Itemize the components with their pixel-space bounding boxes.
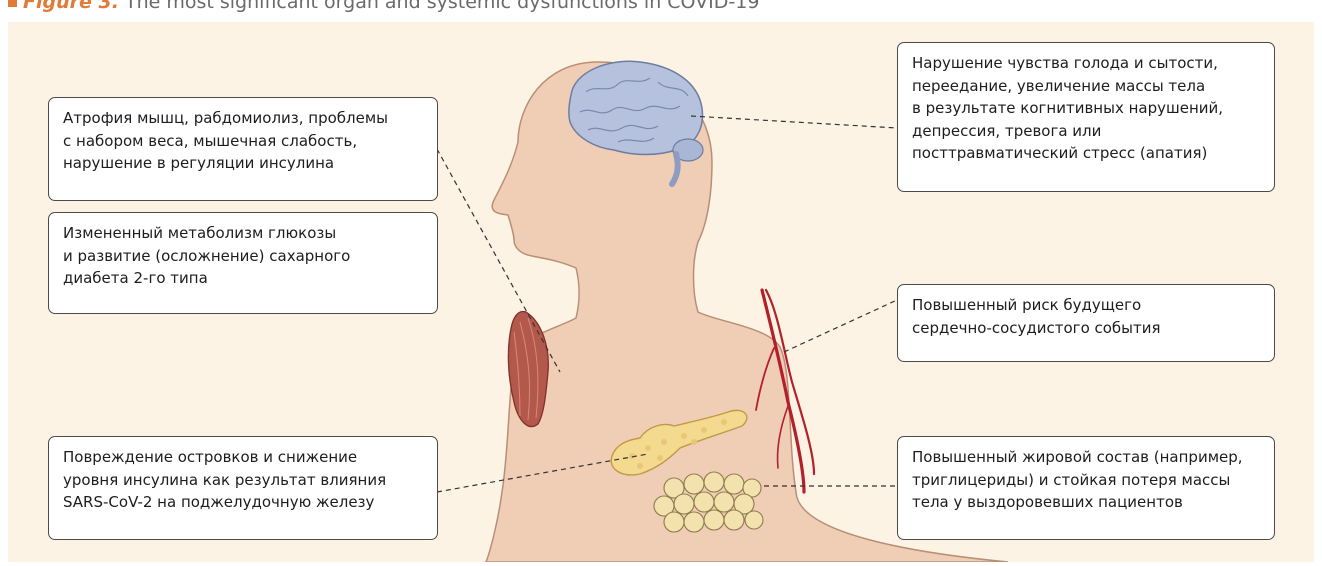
caption-marker	[8, 0, 17, 7]
note-brain: Нарушение чувства голода и сытости, пере…	[897, 42, 1275, 192]
note-muscle: Атрофия мышц, рабдомиолиз, проблемы с на…	[48, 97, 438, 201]
connector-cardio	[784, 300, 897, 352]
figure-label: Figure 3.	[23, 0, 119, 13]
fat-cells-icon	[654, 472, 763, 532]
note-glucose: Измененный метаболизм глюкозы и развитие…	[48, 212, 438, 314]
note-cardio: Повышенный риск будущего сердечно-сосуди…	[897, 284, 1275, 362]
note-islets: Повреждение островков и снижение уровня …	[48, 436, 438, 540]
diagram-panel: Атрофия мышц, рабдомиолиз, проблемы с на…	[8, 22, 1314, 562]
figure-caption: Figure 3. The most significant organ and…	[8, 0, 759, 13]
figure-title: The most significant organ and systemic …	[125, 0, 759, 13]
connector-brain	[691, 116, 897, 128]
note-fat: Повышенный жировой состав (например, три…	[897, 436, 1275, 540]
